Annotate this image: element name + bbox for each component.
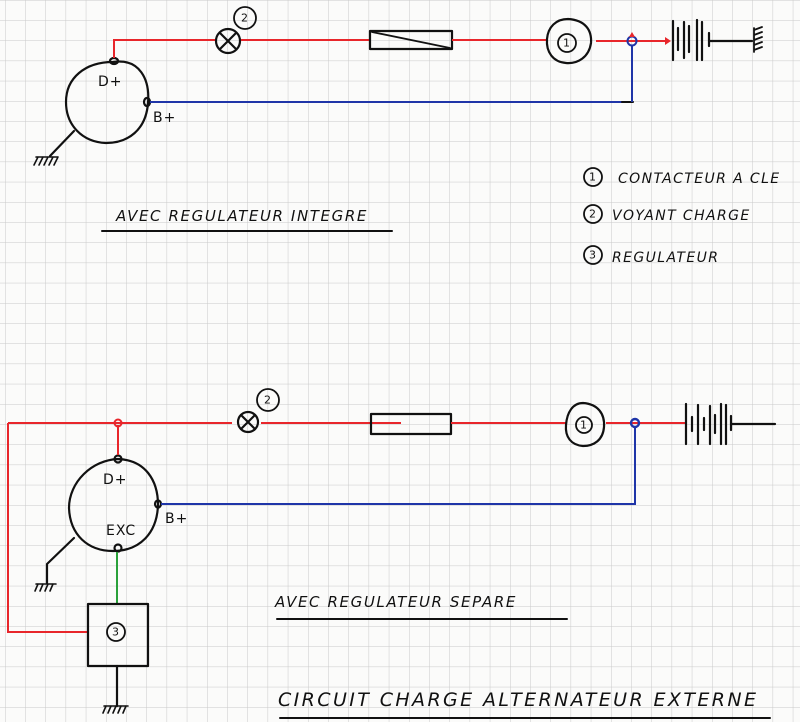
arrow-icon <box>665 37 671 45</box>
terminal-d-plus <box>113 454 123 464</box>
legend-item: 1 CONTACTEUR A CLE <box>583 167 781 187</box>
charge-lamp-icon <box>236 410 260 434</box>
ground-icon <box>102 705 129 714</box>
label-d-plus: D+ <box>98 74 123 90</box>
ground-icon <box>753 26 763 53</box>
svg-text:2: 2 <box>241 12 249 25</box>
ground-icon <box>33 156 59 166</box>
legend-item: 2 VOYANT CHARGE <box>583 204 751 224</box>
battery-icon <box>671 18 754 62</box>
svg-text:3: 3 <box>112 626 120 639</box>
junction-marker <box>629 32 635 37</box>
alternator-bottom: D+ B+ EXC <box>34 454 188 592</box>
legend-label: REGULATEUR <box>612 250 719 266</box>
legend-label: VOYANT CHARGE <box>612 208 751 224</box>
regulator-feed-wire <box>7 423 88 633</box>
legend: 1 CONTACTEUR A CLE 2 VOYANT CHARGE 3 REG… <box>583 167 781 266</box>
svg-text:1: 1 <box>580 419 588 432</box>
top-circuit-caption: AVEC REGULATEUR INTEGRE <box>115 207 368 225</box>
svg-text:2: 2 <box>589 208 597 221</box>
legend-label: CONTACTEUR A CLE <box>618 171 781 187</box>
ground-lead <box>48 129 76 158</box>
svg-text:1: 1 <box>589 171 597 184</box>
battery-icon <box>684 402 777 446</box>
label-d-plus: D+ <box>103 472 128 488</box>
top-circuit: D+ B+ 2 1 <box>33 6 763 232</box>
label-exc: EXC <box>106 523 136 539</box>
junction-node <box>629 417 641 429</box>
bottom-circuit: D+ B+ EXC 2 1 <box>7 388 777 719</box>
alternator-body <box>67 457 160 553</box>
svg-text:1: 1 <box>563 37 571 50</box>
label-b-plus: B+ <box>153 110 176 126</box>
lamp-number-badge: 2 <box>233 6 257 30</box>
ground-lead <box>45 536 76 585</box>
alternator-top: D+ B+ <box>33 56 176 166</box>
key-switch-icon: 1 <box>545 17 593 65</box>
charge-wire-segment <box>113 39 215 58</box>
key-switch-icon: 1 <box>564 401 606 448</box>
main-title: CIRCUIT CHARGE ALTERNATEUR EXTERNE <box>278 689 758 711</box>
ground-icon <box>34 583 57 592</box>
alternator-body <box>64 60 150 145</box>
charge-lamp-icon <box>214 27 242 55</box>
lamp-number-badge: 2 <box>256 388 280 412</box>
legend-item: 3 REGULATEUR <box>583 245 719 266</box>
label-b-plus: B+ <box>165 511 188 527</box>
terminal-exc <box>113 543 123 553</box>
bottom-circuit-caption: AVEC REGULATEUR SEPARE <box>274 593 517 611</box>
svg-text:2: 2 <box>264 394 272 407</box>
battery-wire-segment <box>161 427 636 505</box>
svg-text:3: 3 <box>589 249 597 262</box>
